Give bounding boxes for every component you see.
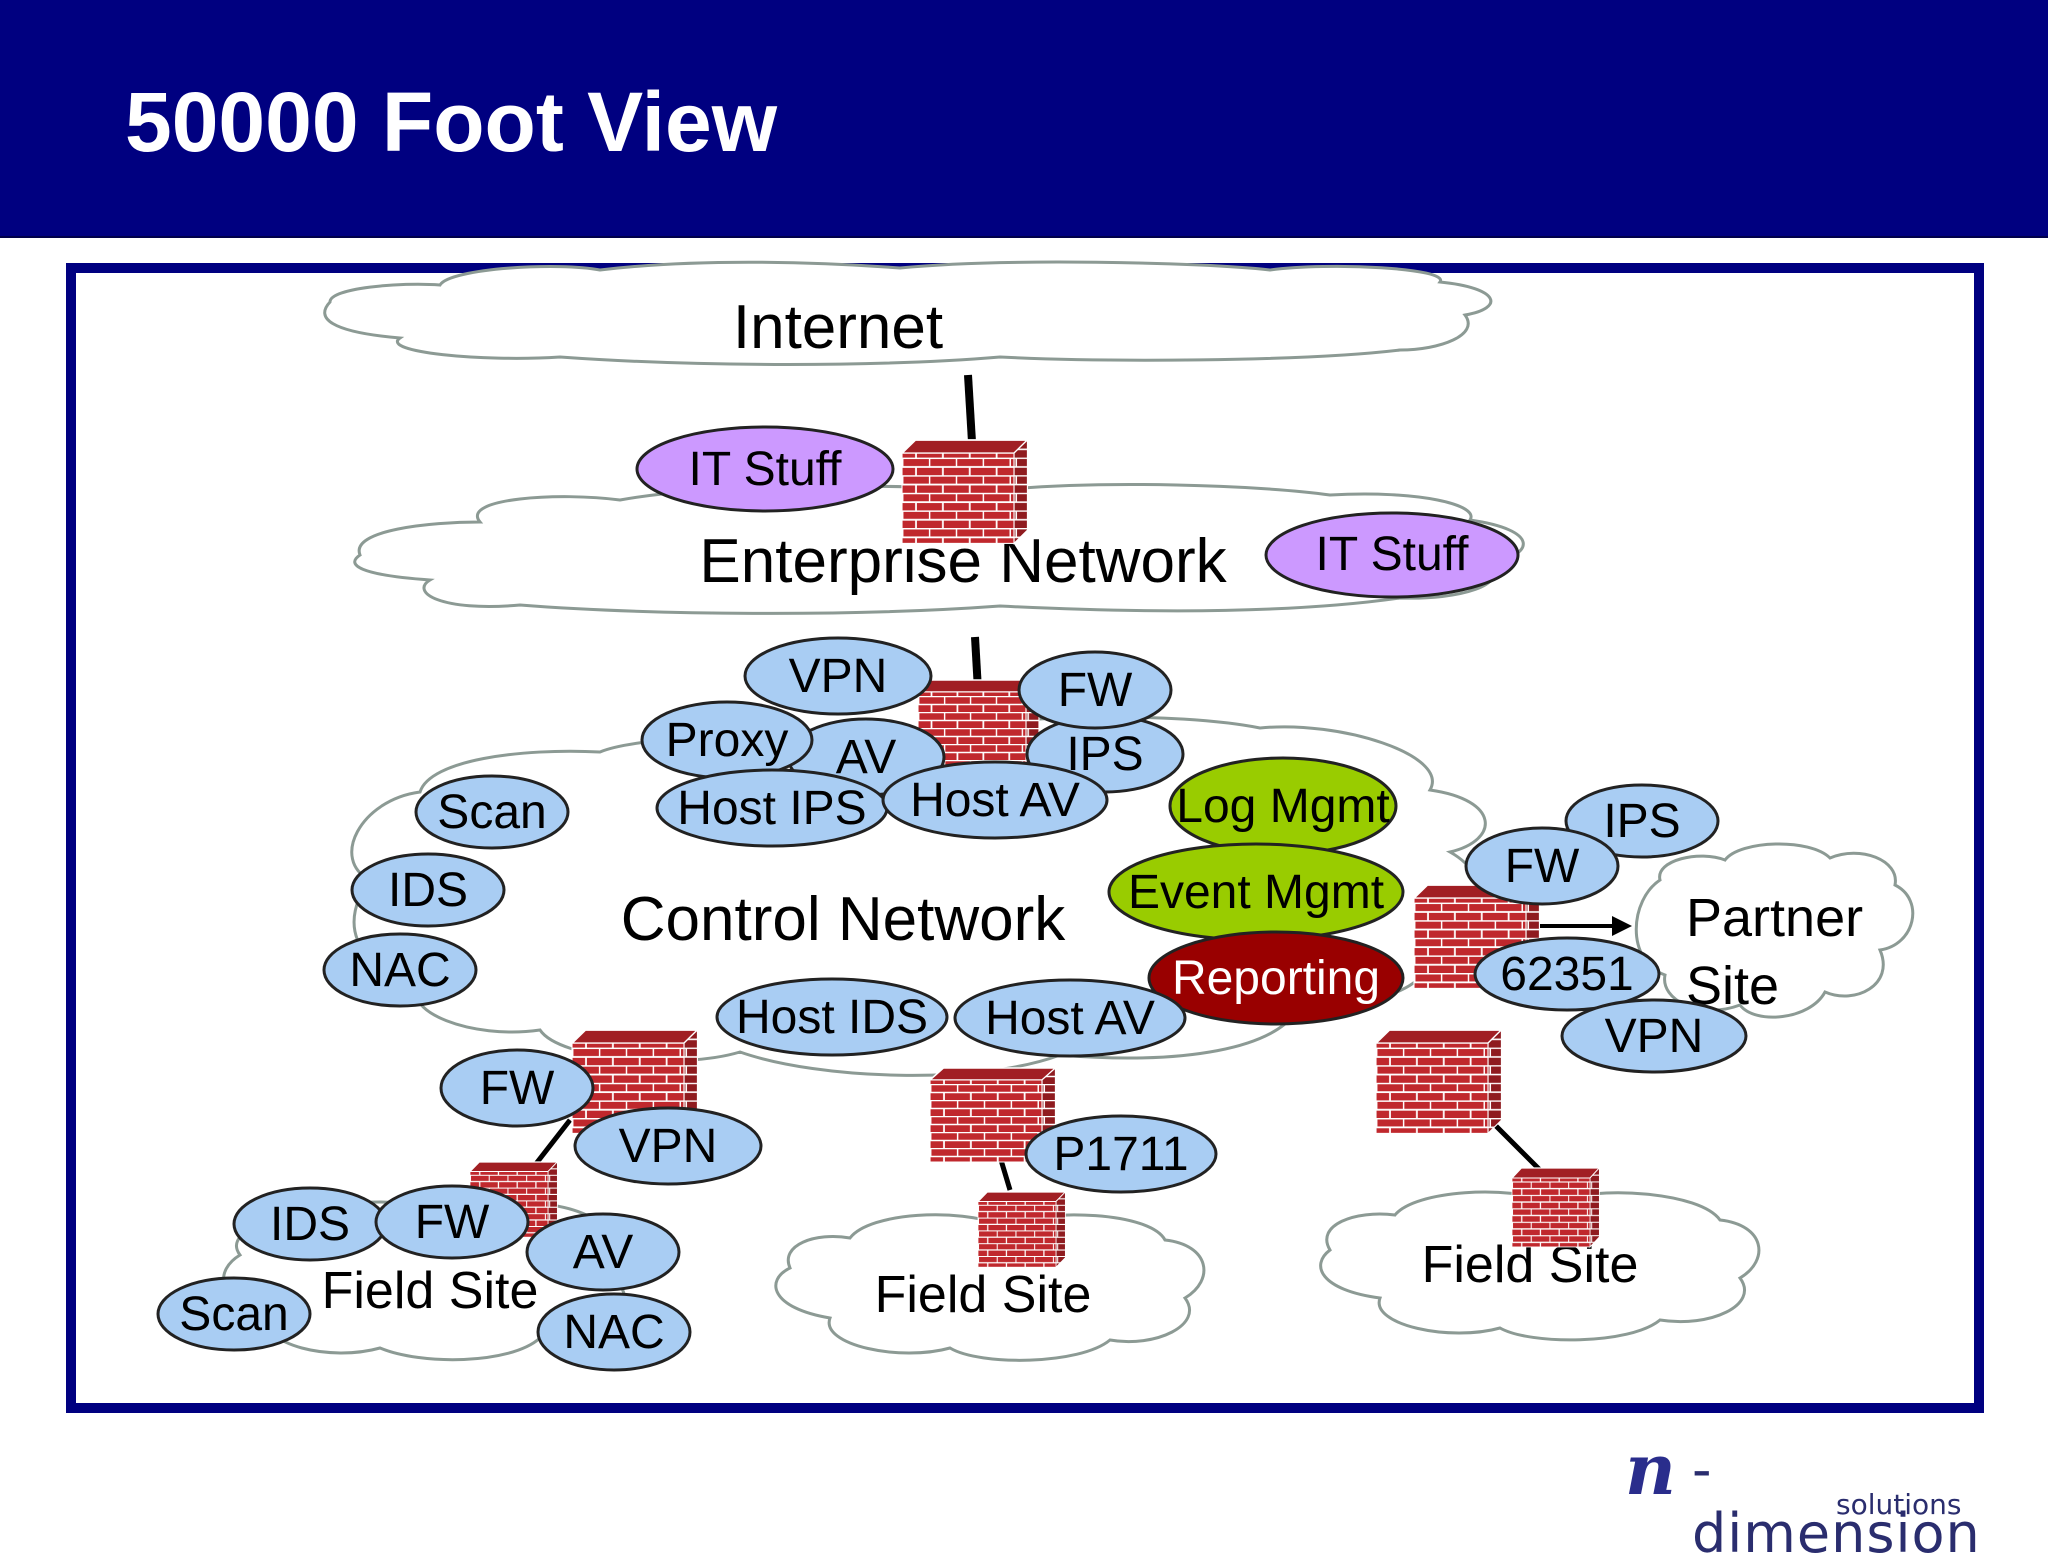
partner-arrow bbox=[1540, 916, 1632, 936]
host-av-bubble-bottom bbox=[953, 978, 1187, 1058]
fw-label-field-2: FW bbox=[415, 1196, 490, 1249]
fw-label-field: FW bbox=[480, 1062, 555, 1115]
it-stuff-bubble-top bbox=[635, 425, 895, 513]
av-label-top: AV bbox=[836, 731, 896, 784]
p1711-label: P1711 bbox=[1053, 1128, 1188, 1181]
logo-tagline: solutions bbox=[1836, 1488, 1962, 1521]
vpn-label-partner: VPN bbox=[1605, 1010, 1704, 1063]
host-ids-label: Host IDS bbox=[736, 991, 928, 1044]
it-stuff-label-top: IT Stuff bbox=[689, 443, 843, 496]
ids-label-left: IDS bbox=[388, 864, 468, 917]
it-stuff-bubble-right bbox=[1264, 511, 1520, 599]
ips-label-top: IPS bbox=[1066, 728, 1143, 781]
host-av-label-top: Host AV bbox=[910, 774, 1080, 827]
fw-label-top: FW bbox=[1058, 664, 1133, 717]
av-bubble-field bbox=[525, 1212, 681, 1292]
scan-bubble-field bbox=[156, 1276, 312, 1352]
fw-bubble-field bbox=[439, 1048, 595, 1128]
ips-label-partner: IPS bbox=[1603, 795, 1680, 848]
firewall-icon-internet bbox=[901, 439, 1029, 545]
fw-bubble-field-2 bbox=[374, 1184, 530, 1260]
62351-label: 62351 bbox=[1500, 948, 1633, 1001]
host-ids-bubble bbox=[715, 977, 949, 1057]
vpn-bubble-field bbox=[573, 1106, 763, 1186]
nac-label-left: NAC bbox=[349, 944, 450, 997]
log-mgmt-label: Log Mgmt bbox=[1176, 780, 1389, 833]
host-ips-label: Host IPS bbox=[677, 782, 866, 835]
reporting-label: Reporting bbox=[1172, 952, 1380, 1005]
vpn-label-top: VPN bbox=[789, 650, 888, 703]
partner-cloud bbox=[1634, 842, 1915, 1019]
av-label-field: AV bbox=[573, 1226, 633, 1279]
n-dimension-logo: n -dimension solutions bbox=[1620, 1428, 1980, 1566]
reporting-bubble bbox=[1147, 930, 1405, 1026]
logo-mark: n bbox=[1625, 1428, 1676, 1511]
proxy-label: Proxy bbox=[666, 714, 789, 767]
field-site-left-label: Field Site bbox=[322, 1262, 539, 1320]
nac-label-field: NAC bbox=[563, 1306, 664, 1359]
firewall-icon-field-right bbox=[1511, 1167, 1600, 1248]
host-av-label-bottom: Host AV bbox=[985, 992, 1155, 1045]
vpn-bubble-partner bbox=[1560, 998, 1748, 1074]
scan-label-left: Scan bbox=[437, 786, 546, 839]
p1711-bubble bbox=[1024, 1114, 1218, 1194]
field-site-center-cloud bbox=[774, 1213, 1206, 1362]
field-site-center-label: Field Site bbox=[875, 1266, 1092, 1324]
fw-bubble-partner bbox=[1464, 826, 1620, 906]
nac-bubble-left bbox=[322, 932, 478, 1008]
nac-bubble-field bbox=[536, 1292, 692, 1372]
host-av-bubble-top bbox=[881, 760, 1109, 840]
internet-cloud bbox=[323, 260, 1493, 366]
fw-label-partner: FW bbox=[1505, 840, 1580, 893]
ids-label-field: IDS bbox=[270, 1198, 350, 1251]
scan-label-field: Scan bbox=[179, 1288, 288, 1341]
slide-title: 50000 Foot View bbox=[125, 75, 778, 169]
vpn-label-field: VPN bbox=[619, 1120, 718, 1173]
ips-bubble-partner bbox=[1564, 783, 1720, 859]
62351-bubble bbox=[1473, 936, 1661, 1012]
field-site-right-cloud bbox=[1319, 1190, 1761, 1342]
event-mgmt-label: Event Mgmt bbox=[1128, 866, 1384, 919]
ids-bubble-left bbox=[350, 852, 506, 928]
partner-site-label-line1: Partner bbox=[1686, 888, 1863, 948]
vpn-bubble-top bbox=[743, 636, 933, 716]
firewall-icon-field-center bbox=[977, 1191, 1066, 1268]
enterprise-cloud bbox=[353, 483, 1525, 615]
internet-label: Internet bbox=[733, 293, 943, 362]
it-stuff-label-right: IT Stuff bbox=[1316, 528, 1470, 581]
control-network-label: Control Network bbox=[621, 885, 1066, 954]
fw-bubble-top bbox=[1017, 650, 1173, 730]
title-bar: 50000 Foot View bbox=[0, 0, 2048, 238]
firewall-icon-control-right bbox=[1375, 1029, 1503, 1135]
scan-bubble-left bbox=[414, 774, 570, 850]
